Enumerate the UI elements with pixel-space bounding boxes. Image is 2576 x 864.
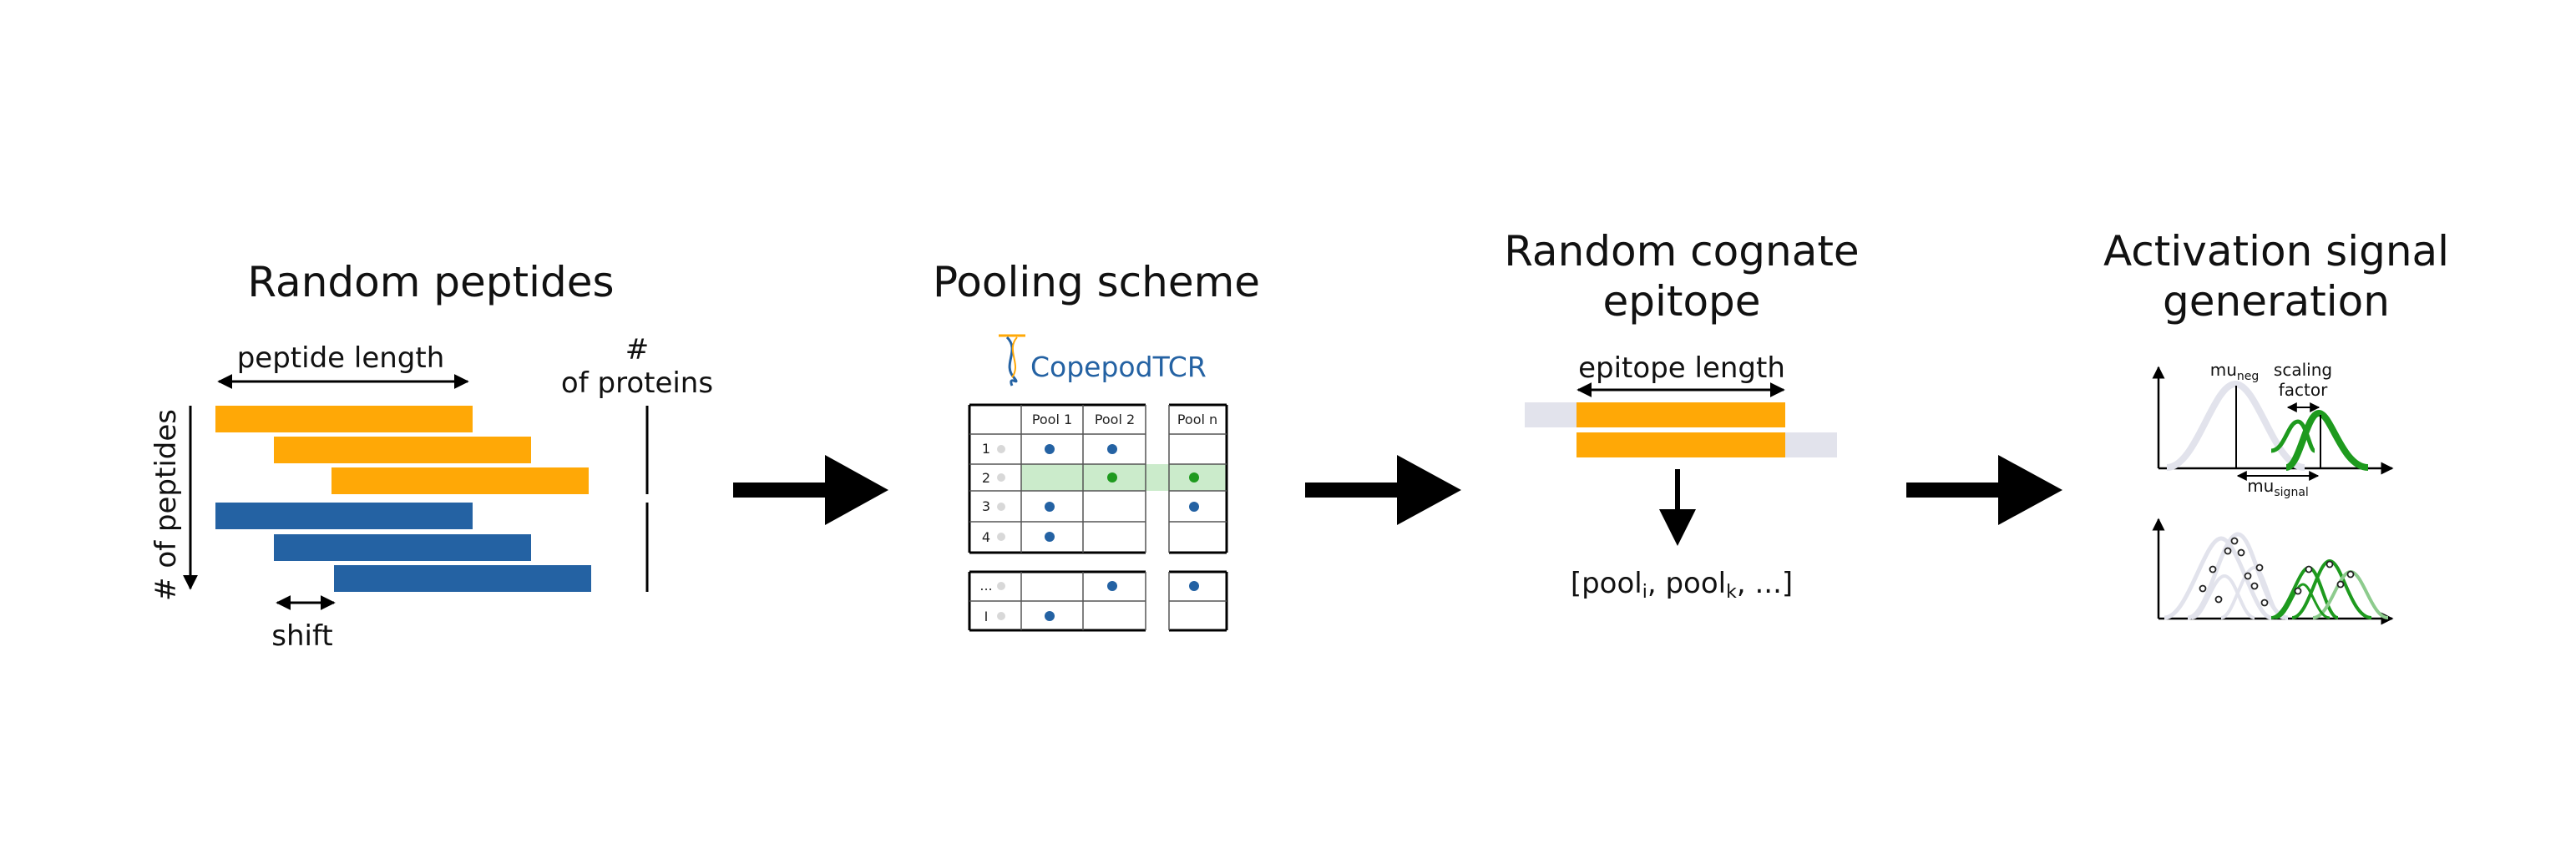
scaling-factor-line1: scaling [2274, 360, 2332, 380]
proteins-label: of proteins [561, 366, 713, 400]
peptide-bar [215, 503, 473, 529]
copepodtcr-logo: CopepodTCR [999, 334, 1207, 387]
down-arrow [1675, 469, 1680, 511]
row-label: 3 [982, 498, 990, 514]
panel-pooling-scheme: Pooling scheme CopepodTCR [933, 258, 1260, 632]
pool-table-lower: ... I [968, 570, 1228, 632]
scaling-factor-line2: factor [2279, 380, 2328, 400]
pool-dot [1045, 611, 1055, 621]
row-label: 2 [982, 470, 990, 486]
pool-result-label: [pooli, poolk, ...] [1571, 567, 1793, 603]
row-label: ... [979, 578, 992, 594]
panel4-title-line2: generation [2163, 277, 2390, 326]
panel3-title-line2: epitope [1602, 277, 1760, 326]
peptide-length-label: peptide length [237, 341, 445, 375]
peptide-bar [331, 467, 589, 494]
epitope-bar [1576, 402, 1785, 427]
logo-text: CopepodTCR [1030, 351, 1207, 383]
distribution-plot-lower [2152, 518, 2394, 625]
distribution-plot-upper: muneg scaling factor musignal [2152, 360, 2394, 499]
col-header-pool-1: Pool 1 [1032, 412, 1072, 427]
pool-dot [1045, 532, 1055, 542]
col-header-pool-n: Pool n [1177, 412, 1217, 427]
peptide-bar [274, 534, 531, 561]
panel-activation-signal: Activation signal generation muneg scali… [2103, 227, 2449, 625]
row-label: I [984, 609, 989, 624]
flow-arrow [733, 455, 888, 525]
flank-grey [1525, 402, 1576, 427]
pool-dot [1189, 581, 1199, 591]
pool-dot [1107, 581, 1117, 591]
pool-dot [1107, 444, 1117, 454]
peptides-count-label: # of peptides [149, 409, 183, 601]
peptide-bar [334, 565, 591, 592]
proteins-hash: # [625, 333, 650, 366]
pool-dot [1107, 472, 1117, 483]
panel1-title: Random peptides [247, 258, 614, 306]
pool-dot [1189, 502, 1199, 512]
pool-dot [1045, 502, 1055, 512]
flow-arrow [1906, 455, 2062, 525]
panel-cognate-epitope: Random cognate epitope epitope length [p… [1504, 227, 1859, 603]
signal-distribution [2285, 409, 2369, 471]
peptide-bar [215, 406, 473, 432]
panel4-title-line1: Activation signal [2103, 227, 2449, 275]
epitope-length-label: epitope length [1578, 351, 1785, 385]
flow-arrow [1305, 455, 1461, 525]
shift-label: shift [271, 619, 332, 653]
epitope-bar [1576, 432, 1785, 457]
row-label: 1 [982, 441, 990, 457]
pool-dot [1189, 472, 1199, 483]
pool-dot [1045, 444, 1055, 454]
panel3-title-line1: Random cognate [1504, 227, 1859, 275]
mu-neg-label: muneg [2210, 360, 2260, 383]
panel-random-peptides: Random peptides peptide length # of prot… [149, 258, 713, 653]
pool-table-upper: Pool 1 Pool 2 Pool n 1 2 3 4 [968, 403, 1228, 554]
row-label: 4 [982, 529, 990, 545]
peptide-bar [274, 437, 531, 463]
mu-signal-label: musignal [2247, 476, 2309, 499]
col-header-pool-2: Pool 2 [1095, 412, 1135, 427]
panel2-title: Pooling scheme [933, 258, 1260, 306]
flank-grey [1785, 432, 1837, 457]
